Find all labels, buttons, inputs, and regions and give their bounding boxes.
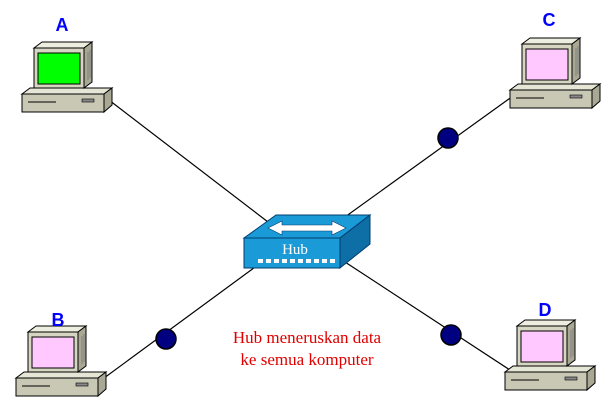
caption-line-1: Hub meneruskan data — [233, 328, 382, 347]
caption: Hub meneruskan data ke semua komputer — [233, 328, 382, 369]
computer-c: C — [509, 10, 601, 109]
double-arrow-icon — [267, 220, 347, 236]
caption-line-2: ke semua komputer — [240, 350, 373, 369]
hub: Hub — [242, 213, 372, 270]
computer-a: A — [21, 15, 113, 113]
hub-side — [339, 213, 371, 270]
screen — [31, 336, 75, 369]
hub-label: Hub — [282, 242, 308, 258]
packet-dot-b — [155, 328, 177, 350]
node-label: B — [52, 310, 65, 330]
link-hub-c — [337, 95, 514, 223]
link-hub-d — [344, 261, 511, 371]
packet-dot-c — [437, 127, 459, 149]
packet-dot-d — [440, 324, 462, 346]
screen — [37, 52, 81, 85]
node-label: A — [56, 15, 69, 35]
node-label: D — [539, 300, 552, 320]
node-label: C — [543, 10, 556, 30]
link-hub-b — [99, 261, 263, 382]
computer-b: B — [15, 310, 107, 397]
links — [99, 95, 514, 382]
link-hub-a — [104, 96, 269, 223]
hub-ports — [258, 259, 335, 263]
screen — [520, 330, 564, 363]
packets — [155, 127, 462, 350]
screen — [525, 48, 569, 81]
computer-d: D — [504, 300, 596, 391]
